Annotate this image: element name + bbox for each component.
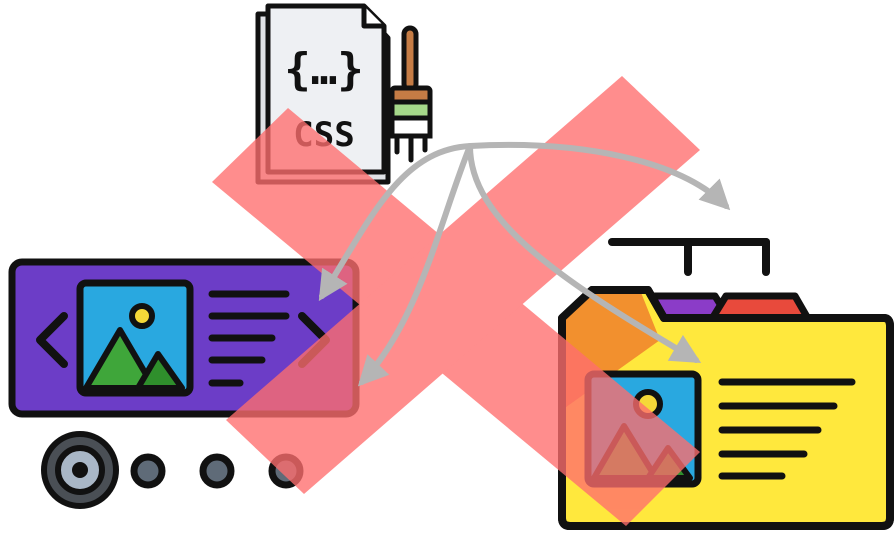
folder-text-lines xyxy=(718,378,856,480)
flow-arrows xyxy=(318,141,731,387)
folder-hanger xyxy=(608,238,770,276)
carousel-text-lines xyxy=(208,290,290,387)
pagination-dot-active xyxy=(41,431,119,509)
chevron-left-icon xyxy=(36,312,68,368)
arrow-to-folder-mid xyxy=(467,143,702,364)
pagination-dot xyxy=(199,453,235,489)
arrow-to-carousel-mid xyxy=(357,143,473,387)
image-carousel-icon xyxy=(8,258,360,418)
carousel-image-icon xyxy=(76,279,194,397)
pagination-dot xyxy=(130,453,166,489)
paintbrush-icon xyxy=(389,25,433,163)
arrow-to-carousel-right xyxy=(318,143,473,302)
cross-mark-icon xyxy=(212,76,700,526)
carousel-pagination xyxy=(41,431,304,509)
css-braces-text: {…} xyxy=(284,44,363,95)
arrow-to-folder-top xyxy=(467,141,731,211)
